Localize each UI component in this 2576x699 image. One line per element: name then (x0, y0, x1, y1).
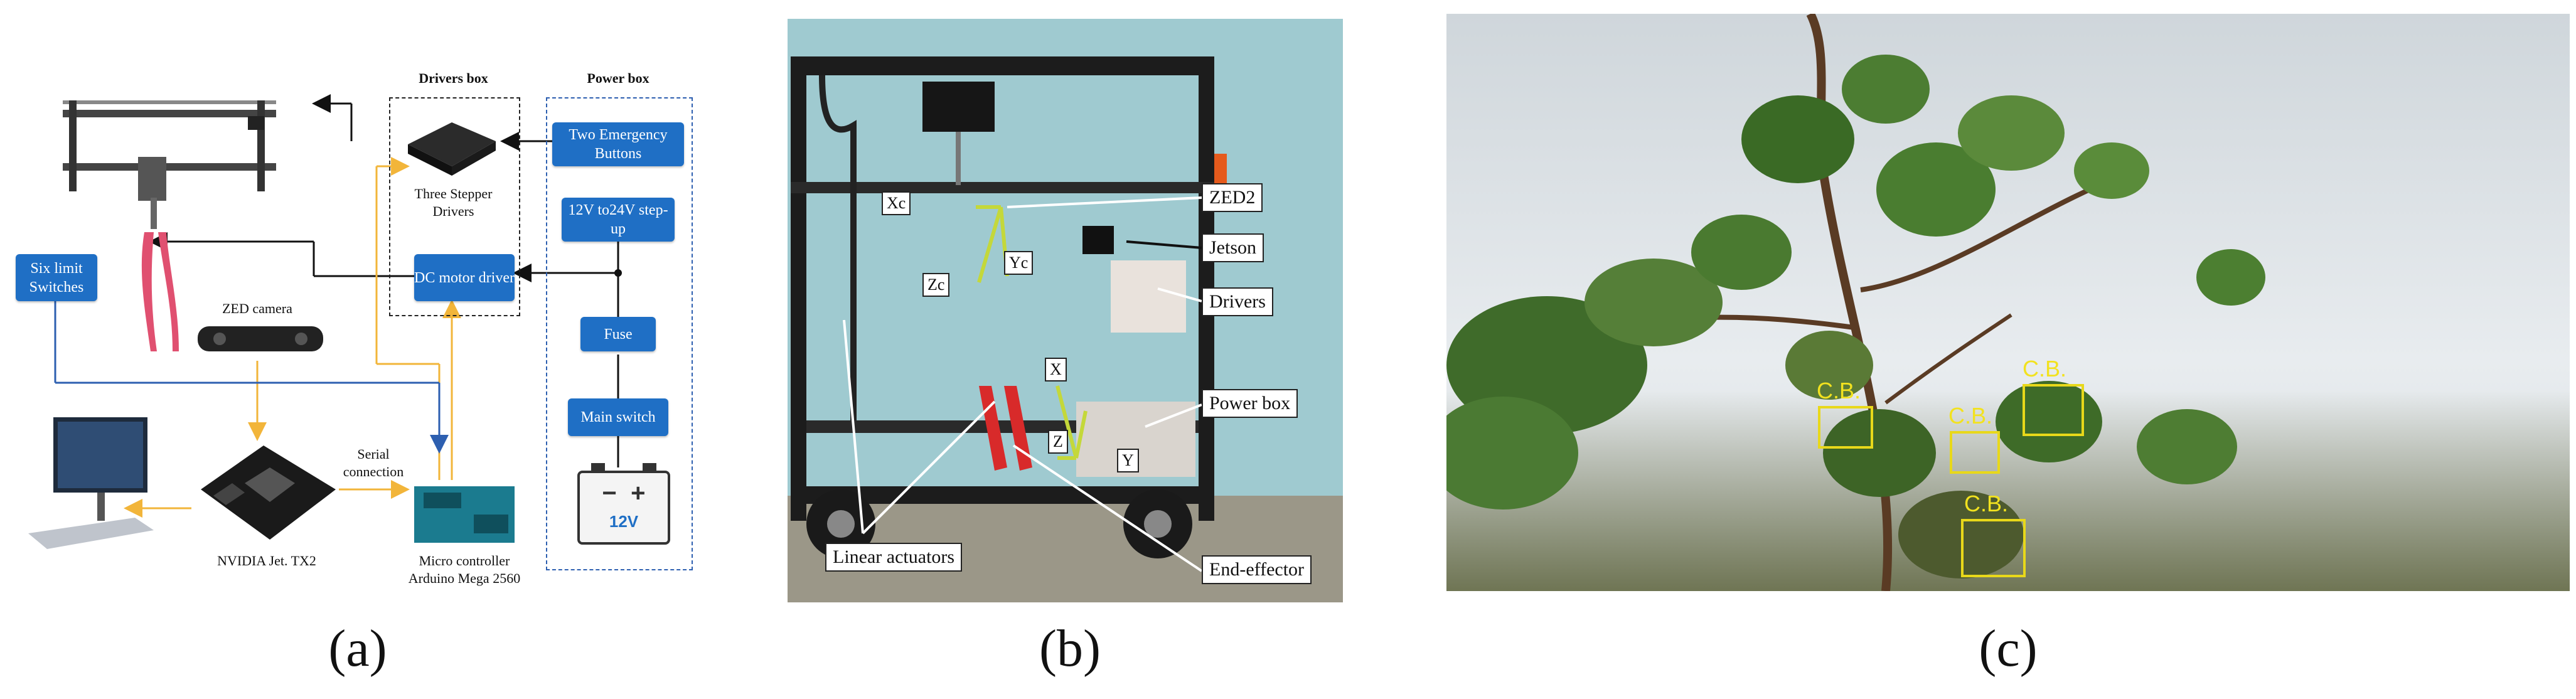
cotton-boll-label-1: C.B. (1817, 378, 1861, 404)
panel-c-photo: C.B. C.B. C.B. C.B. (1446, 14, 2570, 591)
battery-terminal-neg (591, 463, 605, 471)
power-box-title: Power box (546, 70, 690, 87)
emergency-buttons-box: Two Emergency Buttons (552, 122, 684, 166)
dc-motor-driver-box: DC motor driver (414, 254, 515, 301)
microcontroller-label: Micro controller Arduino Mega 2560 (398, 552, 530, 587)
panel-a-system-diagram: Drivers box Power box Three Stepper Driv… (0, 13, 703, 615)
cotton-boll-label-4: C.B. (1964, 491, 2008, 517)
battery-terminal-pos (643, 463, 656, 471)
axis-label-z: Z (1048, 430, 1068, 454)
axis-label-x: X (1045, 358, 1067, 382)
serial-connection-label: Serial connection (329, 446, 417, 480)
monitor-device (19, 414, 163, 558)
axis-label-yc: Yc (1004, 251, 1033, 275)
cotton-boll-box-2 (1950, 431, 2000, 474)
axis-label-y: Y (1117, 449, 1139, 472)
limit-switches-box: Six limit Switches (16, 254, 97, 301)
caption-c: (c) (1945, 618, 2071, 679)
jetson-label: NVIDIA Jet. TX2 (188, 552, 345, 570)
cotton-boll-label-3: C.B. (2023, 356, 2066, 382)
cotton-boll-box-3 (2023, 384, 2084, 436)
callout-linear-actuators: Linear actuators (825, 543, 962, 572)
axis-label-zc: Zc (922, 273, 949, 297)
panel-b-photo: ZED2 Jetson Drivers Power box Linear act… (788, 19, 1343, 602)
zed-camera-device (195, 320, 326, 358)
callout-jetson: Jetson (1202, 233, 1264, 262)
fuse-box: Fuse (580, 317, 656, 351)
cotton-boll-box-4 (1961, 519, 2026, 577)
main-switch-box: Main switch (568, 398, 668, 436)
stepup-converter-box: 12V to24V step-up (562, 198, 675, 242)
cotton-boll-label-2: C.B. (1948, 403, 1992, 429)
arduino-board-device (411, 480, 518, 549)
zed-camera-label: ZED camera (201, 300, 314, 317)
callout-drivers: Drivers (1202, 287, 1273, 316)
callout-end-effector: End-effector (1202, 555, 1312, 584)
stepper-driver-device (402, 107, 502, 182)
battery-voltage: 12V (580, 512, 668, 531)
drivers-box-title: Drivers box (389, 70, 518, 87)
jetson-board-device (188, 433, 345, 552)
battery-symbols: − + (580, 479, 668, 508)
caption-a: (a) (295, 618, 420, 679)
battery-icon: − + 12V (577, 471, 670, 545)
axis-label-xc: Xc (882, 191, 911, 215)
stepper-drivers-label: Three Stepper Drivers (395, 185, 511, 220)
callout-zed2: ZED2 (1202, 183, 1263, 212)
cotton-boll-box-1 (1818, 406, 1873, 449)
caption-b: (b) (1007, 618, 1133, 679)
callout-power-box: Power box (1202, 389, 1298, 418)
